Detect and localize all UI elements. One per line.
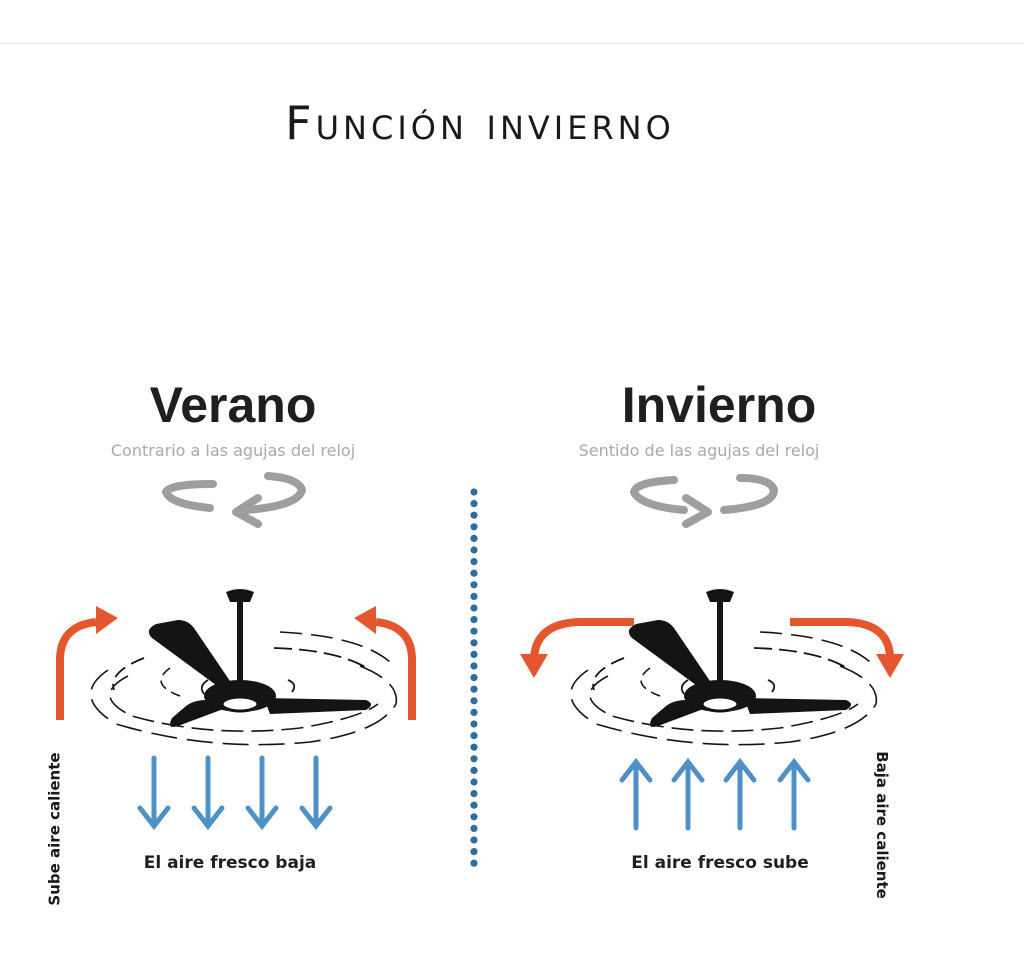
divider-dot <box>470 534 478 543</box>
divider-dot <box>470 523 478 531</box>
divider-dot <box>470 743 478 751</box>
winter-title: Invierno <box>621 377 817 433</box>
divider-dot <box>470 685 478 693</box>
winter-warm-arrowhead-right <box>876 654 904 678</box>
winter-warm-arrows <box>530 618 894 659</box>
summer-warm-arrows <box>56 618 416 720</box>
divider-dot <box>470 801 478 809</box>
summer-warm-arrowhead-left <box>96 606 118 634</box>
summer-title: Verano <box>149 377 317 433</box>
summer-caption: El aire fresco baja <box>143 853 317 873</box>
divider-dot <box>470 558 478 566</box>
divider-dot <box>470 511 478 519</box>
summer-fan-icon <box>89 587 398 747</box>
summer-warm-arrowhead-right <box>354 606 376 634</box>
winter-subtitle: Sentido de las agujas del reloj <box>578 441 820 460</box>
winter-warm-arrowhead-left <box>520 654 548 678</box>
divider-dot <box>470 674 478 682</box>
top-divider-line <box>0 43 1024 44</box>
summer-rotation-arrow <box>161 472 307 528</box>
page-title: Función invierno <box>285 96 675 150</box>
winter-caption: El aire fresco sube <box>631 853 809 873</box>
divider-dot <box>470 616 478 624</box>
divider-dot <box>470 639 478 647</box>
divider-dot <box>470 697 478 705</box>
divider-dot <box>470 627 478 635</box>
divider-dot <box>470 662 478 670</box>
divider-dot <box>470 500 478 508</box>
summer-subtitle: Contrario a las agujas del reloj <box>110 441 356 460</box>
divider-dot <box>470 569 478 577</box>
divider-dot <box>470 720 478 728</box>
divider-dot <box>470 859 478 867</box>
divider-dot <box>470 581 478 589</box>
divider-dot <box>470 755 478 763</box>
divider-dot <box>470 592 478 601</box>
divider-dot <box>470 824 478 833</box>
divider-dot <box>470 836 478 844</box>
summer-cool-arrows <box>137 755 333 831</box>
winter-fan-icon <box>569 587 878 747</box>
divider-dot <box>470 650 478 659</box>
winter-cool-arrows <box>619 757 811 831</box>
divider-dot <box>470 732 478 740</box>
divider-dot <box>470 604 478 612</box>
divider-dot <box>470 790 478 798</box>
center-dotted-divider <box>470 488 478 867</box>
divider-dot <box>470 778 478 786</box>
divider-dot <box>470 488 478 496</box>
divider-dot <box>470 546 478 554</box>
winter-rotation-arrow <box>629 474 779 528</box>
divider-dot <box>470 766 478 775</box>
divider-dot <box>470 708 478 717</box>
divider-dot <box>470 813 478 821</box>
divider-dot <box>470 848 478 856</box>
